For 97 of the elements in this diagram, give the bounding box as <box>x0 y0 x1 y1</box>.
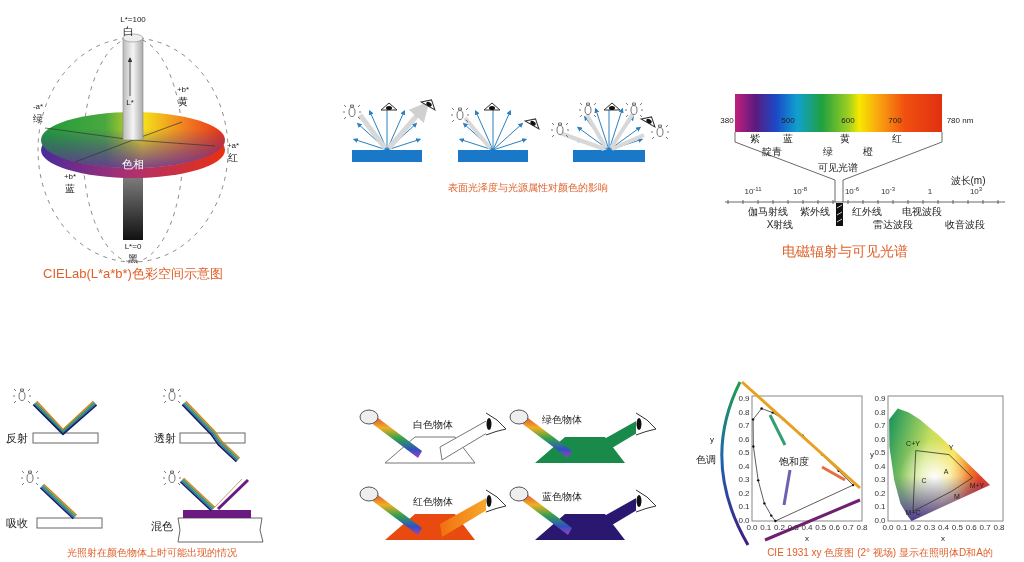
text-label: x <box>805 535 809 543</box>
text-label: 色调 <box>696 455 716 465</box>
text-label: 蓝 <box>783 134 793 144</box>
text-label: 紫外线 <box>800 207 830 217</box>
text-label: L*=100 <box>120 16 146 24</box>
text-label: 红 <box>892 134 902 144</box>
text-label: 雷达波段 <box>873 220 913 230</box>
text-label: 蓝 <box>65 184 75 194</box>
text-label: -a* <box>32 103 44 111</box>
text-label: 可见光谱 <box>818 163 858 173</box>
text-label: 饱和度 <box>779 457 809 467</box>
text-label: L*=0 <box>124 243 142 251</box>
tick-label: 0.1 <box>738 503 750 512</box>
tick-label: 0.1 <box>760 524 772 532</box>
tick-label: 0.7 <box>979 524 991 532</box>
tick-label: 0.2 <box>738 489 750 498</box>
text-label: 收音波段 <box>945 220 985 230</box>
tick-label: 0.1 <box>896 524 908 532</box>
tick-label: 10$^{-6}$ <box>844 188 860 196</box>
tick-label: 0.3 <box>874 476 886 485</box>
tick-label: 0.6 <box>965 524 977 532</box>
text-label: 吸收 <box>6 517 28 529</box>
text-label: 红色物体 <box>413 497 453 507</box>
tick-label: 0.8 <box>874 408 886 417</box>
text-label: 混色 <box>151 520 173 532</box>
tick-label: 0.6 <box>738 435 750 444</box>
tick-label: 0.7 <box>738 422 750 431</box>
tick-label: 0.8 <box>738 408 750 417</box>
tick-label: 0.2 <box>910 524 922 532</box>
tick-label: 0.7 <box>842 524 854 532</box>
tick-label: 0.8 <box>993 524 1005 532</box>
tick-label: 0.5 <box>738 449 750 458</box>
tick-label: 0.5 <box>815 524 827 532</box>
text-label: 380 <box>720 117 734 125</box>
text-label: y <box>870 451 874 459</box>
tick-label: 0.5 <box>951 524 963 532</box>
text-label: 黄 <box>840 134 850 144</box>
tick-label: 1 <box>927 188 933 196</box>
text-label: 波长(m) <box>950 176 986 186</box>
tick-label: 0.8 <box>856 524 868 532</box>
tick-label: 0.4 <box>937 524 950 532</box>
text-label: 700 <box>888 117 902 125</box>
tick-label: 0.7 <box>874 422 886 431</box>
text-label: 500 <box>781 117 795 125</box>
tick-label: 0.6 <box>874 435 886 444</box>
tick-label: 0.0 <box>874 517 886 525</box>
text-label: +b* <box>63 173 77 181</box>
figure-caption: 电磁辐射与可见光谱 <box>782 244 908 258</box>
text-label: y <box>710 436 714 444</box>
figure-caption: CIELab(L*a*b*)色彩空间示意图 <box>43 266 223 280</box>
text-label: 绿 <box>823 147 833 157</box>
tick-label: 0.9 <box>738 395 750 404</box>
tick-label: 0.1 <box>874 503 886 512</box>
text-label: 反射 <box>6 432 28 444</box>
tick-label: 0.3 <box>924 524 936 532</box>
tick-label: 0.4 <box>874 462 886 471</box>
text-label: 红外线 <box>852 207 882 217</box>
tick-label: 0.0 <box>746 524 758 532</box>
tick-label: 0.3 <box>787 524 799 532</box>
text-label: 色相 <box>122 158 144 170</box>
text-label: 伽马射线 <box>748 207 788 217</box>
text-label: 紫 <box>750 134 760 144</box>
text-label: 红 <box>228 153 238 163</box>
text-label: 蓝色物体 <box>542 492 582 502</box>
tick-label: 0.9 <box>874 395 886 404</box>
text-label: 橙 <box>863 147 873 157</box>
text-label: 靛青 <box>762 147 782 157</box>
tick-label: 10$^{-3}$ <box>880 188 896 196</box>
text-label: L* <box>126 99 134 107</box>
tick-label: 10$^{-8}$ <box>792 188 808 196</box>
text-label: X射线 <box>766 220 794 230</box>
text-label: +a* <box>226 142 240 150</box>
text-label: 白色物体 <box>413 420 453 430</box>
text-label: x <box>941 535 945 543</box>
text-label: 透射 <box>154 432 176 444</box>
text-label: 绿 <box>33 114 43 124</box>
tick-label: 0.2 <box>773 524 786 532</box>
tick-label: 0.6 <box>828 524 841 532</box>
tick-label: 0.5 <box>874 449 886 458</box>
text-label: 600 <box>841 117 855 125</box>
text-label: 黄 <box>178 97 188 107</box>
tick-label: 0.0 <box>882 524 894 532</box>
figure-caption: 表面光泽度与光源属性对颜色的影响 <box>448 183 608 193</box>
tick-label: 0.0 <box>738 517 750 525</box>
tick-label: 10$^{-11}$ <box>744 188 762 196</box>
text-label: 绿色物体 <box>542 415 582 425</box>
figure-caption: 光照射在颜色物体上时可能出现的情况 <box>67 548 237 558</box>
text-label: 电视波段 <box>902 207 942 217</box>
tick-label: 0.3 <box>738 476 750 485</box>
text-label: +b* <box>176 86 190 94</box>
tick-label: 0.4 <box>801 524 813 532</box>
figure-caption: CIE 1931 xy 色度图 (2° 视场) 显示在照明体D和A的 <box>767 548 993 558</box>
tick-label: 0.4 <box>738 462 750 471</box>
text-label: 黑 <box>128 254 138 264</box>
text-label: 白 <box>122 25 134 37</box>
text-label: 780 nm <box>946 117 974 125</box>
tick-label: 0.2 <box>874 489 886 498</box>
